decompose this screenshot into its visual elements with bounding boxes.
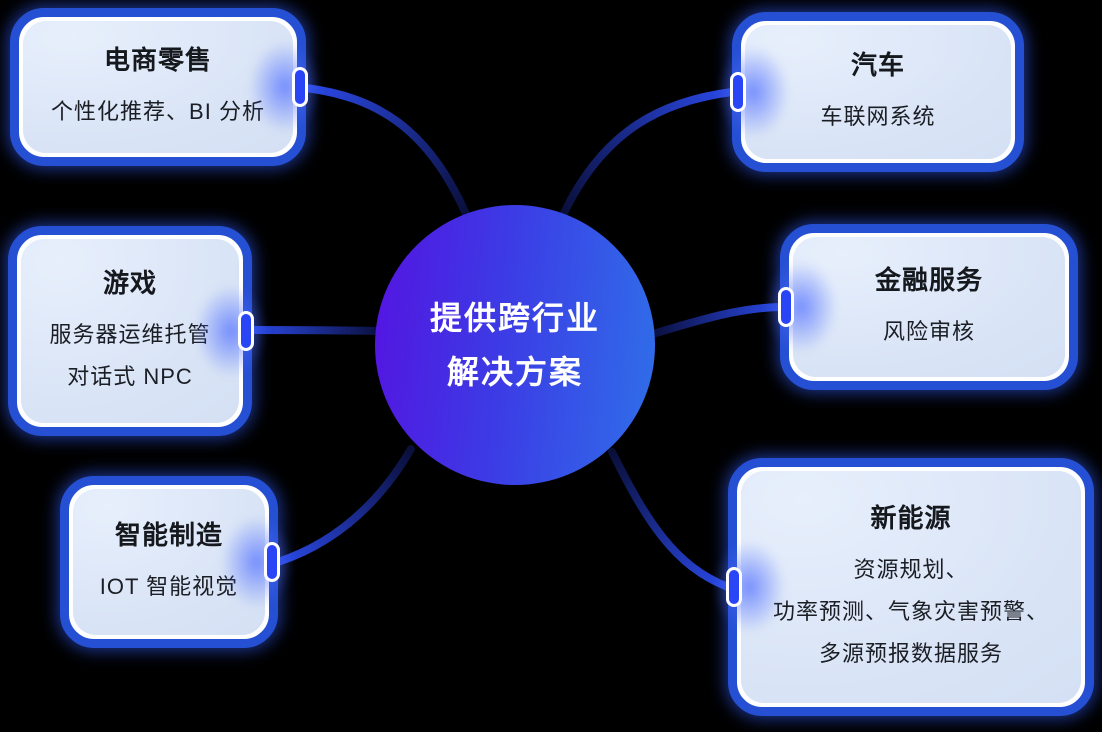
connector-line-ecommerce-retail: [302, 84, 470, 218]
node-subtitle: IOT 智能视觉: [99, 574, 239, 599]
node-automotive-body: 汽车 车联网系统: [745, 25, 1011, 159]
node-automotive: 汽车 车联网系统: [717, 12, 1024, 172]
node-title: 智能制造: [114, 520, 223, 550]
connector-tab: [726, 567, 742, 607]
node-smart-manufacturing: 智能制造 IOT 智能视觉: [60, 476, 293, 648]
node-gaming-body: 游戏 服务器运维托管 对话式 NPC: [21, 239, 239, 423]
node-gaming: 游戏 服务器运维托管 对话式 NPC: [8, 226, 267, 436]
node-subtitle: 资源规划、: [853, 557, 969, 582]
node-subtitle: 对话式 NPC: [67, 364, 193, 389]
node-subtitle: 风险审核: [882, 319, 975, 344]
connector-tab: [264, 542, 280, 582]
node-financial-services-body: 金融服务 风险审核: [793, 237, 1065, 377]
connector-line-financial-services: [652, 303, 784, 337]
node-title: 电商零售: [103, 45, 212, 75]
node-subtitle: 功率预测、气象灾害预警、: [772, 599, 1049, 624]
node-new-energy: 新能源 资源规划、 功率预测、气象灾害预警、 多源预报数据服务: [713, 458, 1094, 716]
node-smart-manufacturing-body: 智能制造 IOT 智能视觉: [73, 489, 265, 635]
center-node-line-1: 提供跨行业: [429, 300, 600, 336]
node-title: 游戏: [102, 268, 157, 298]
node-financial-services: 金融服务 风险审核: [765, 224, 1078, 390]
node-ecommerce-retail: 电商零售 个性化推荐、BI 分析: [10, 8, 321, 166]
node-subtitle: 多源预报数据服务: [818, 641, 1003, 666]
connector-line-gaming: [248, 326, 381, 335]
node-title: 汽车: [850, 50, 905, 80]
connector-tab: [238, 311, 254, 351]
node-subtitle: 个性化推荐、BI 分析: [51, 99, 265, 124]
connector-tab: [292, 67, 308, 107]
center-node: 提供跨行业 解决方案: [375, 205, 655, 485]
connector-tab: [730, 72, 746, 112]
connector-line-smart-manufacturing: [274, 445, 415, 566]
connector-tab: [778, 287, 794, 327]
node-new-energy-body: 新能源 资源规划、 功率预测、气象灾害预警、 多源预报数据服务: [741, 471, 1081, 703]
center-node-line-2: 解决方案: [446, 354, 583, 390]
connector-line-automotive: [560, 88, 736, 217]
node-subtitle: 车联网系统: [820, 104, 936, 129]
node-subtitle: 服务器运维托管: [49, 322, 211, 347]
node-ecommerce-retail-body: 电商零售 个性化推荐、BI 分析: [23, 21, 293, 153]
connector-line-new-energy: [608, 448, 732, 591]
node-title: 金融服务: [874, 265, 983, 295]
center-node-text: 提供跨行业 解决方案: [430, 291, 600, 399]
node-title: 新能源: [870, 503, 952, 533]
